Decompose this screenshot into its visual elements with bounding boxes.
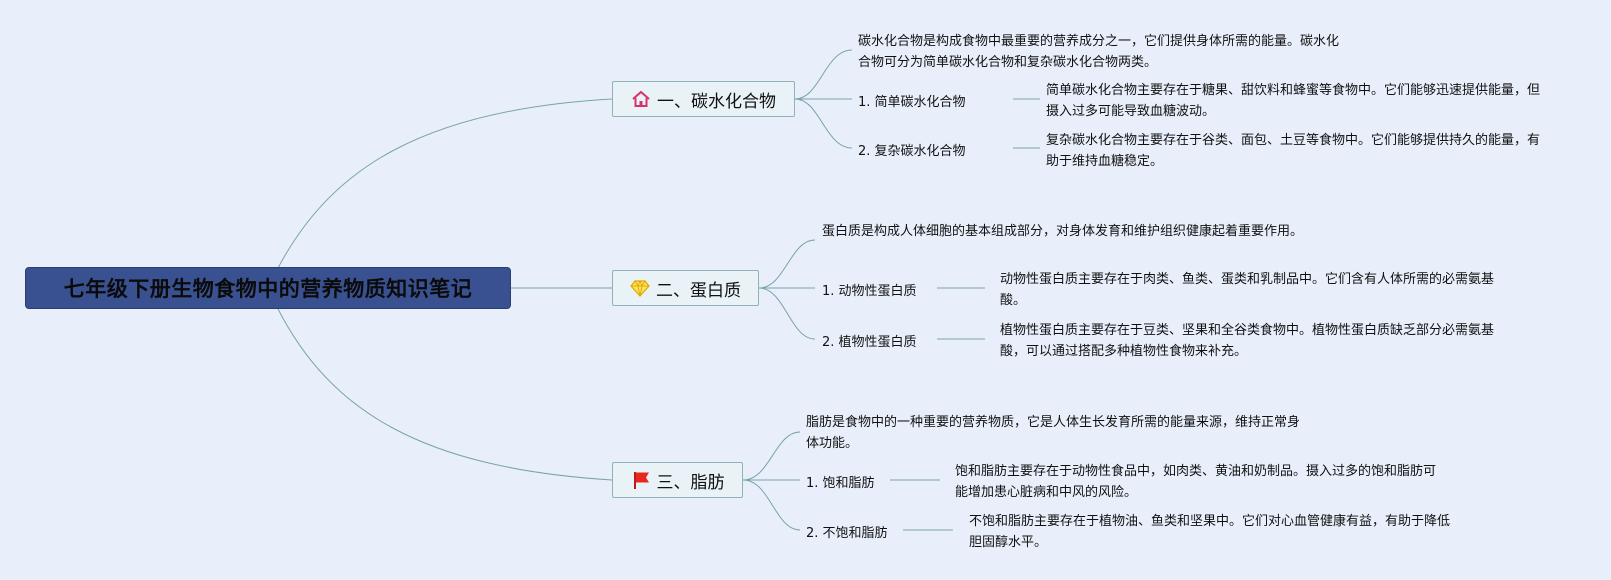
branch-protein[interactable]: 二、蛋白质 — [612, 270, 759, 306]
sub-topic-detail: 动物性蛋白质主要存在于肉类、鱼类、蛋类和乳制品中。它们含有人体所需的必需氨基酸。 — [1000, 272, 1495, 308]
sub-topic-label[interactable]: 2. 复杂碳水化合物 — [858, 144, 966, 159]
flag-icon — [631, 470, 651, 490]
diamond-icon — [630, 278, 650, 298]
sub-topic-label[interactable]: 2. 不饱和脂肪 — [806, 526, 888, 541]
sub-topic-detail: 简单碳水化合物主要存在于糖果、甜饮料和蜂蜜等食物中。它们能够迅速提供能量，但摄入… — [1046, 83, 1541, 119]
branch-fat[interactable]: 三、脂肪 — [612, 462, 743, 498]
branch-title: 二、蛋白质 — [656, 280, 741, 301]
branch-summary: 蛋白质是构成人体细胞的基本组成部分，对身体发育和维护组织健康起着重要作用。 — [822, 224, 1304, 239]
house-icon — [631, 89, 651, 109]
sub-topic-detail: 复杂碳水化合物主要存在于谷类、面包、土豆等食物中。它们能够提供持久的能量，有助于… — [1046, 133, 1541, 169]
branch-summary: 碳水化合物是构成食物中最重要的营养成分之一，它们提供身体所需的能量。碳水化合物可… — [858, 34, 1340, 70]
sub-topic-label[interactable]: 1. 动物性蛋白质 — [822, 284, 917, 299]
branch-title: 一、碳水化合物 — [657, 91, 776, 112]
sub-topic-label[interactable]: 2. 植物性蛋白质 — [822, 335, 917, 350]
sub-topic-label[interactable]: 1. 简单碳水化合物 — [858, 95, 966, 110]
branch-title: 三、脂肪 — [656, 472, 725, 493]
root-topic[interactable]: 七年级下册生物食物中的营养物质知识笔记 — [25, 267, 511, 309]
sub-topic-detail: 植物性蛋白质主要存在于豆类、坚果和全谷类食物中。植物性蛋白质缺乏部分必需氨基酸，… — [1000, 323, 1495, 359]
sub-topic-detail: 不饱和脂肪主要存在于植物油、鱼类和坚果中。它们对心血管健康有益，有助于降低胆固醇… — [969, 514, 1451, 550]
sub-topic-detail: 饱和脂肪主要存在于动物性食品中，如肉类、黄油和奶制品。摄入过多的饱和脂肪可能增加… — [955, 464, 1437, 500]
branch-summary: 脂肪是食物中的一种重要的营养物质，它是人体生长发育所需的能量来源，维持正常身体功… — [806, 415, 1301, 451]
branch-carbohydrates[interactable]: 一、碳水化合物 — [612, 81, 795, 117]
sub-topic-label[interactable]: 1. 饱和脂肪 — [806, 476, 875, 491]
root-title: 七年级下册生物食物中的营养物质知识笔记 — [63, 277, 473, 301]
